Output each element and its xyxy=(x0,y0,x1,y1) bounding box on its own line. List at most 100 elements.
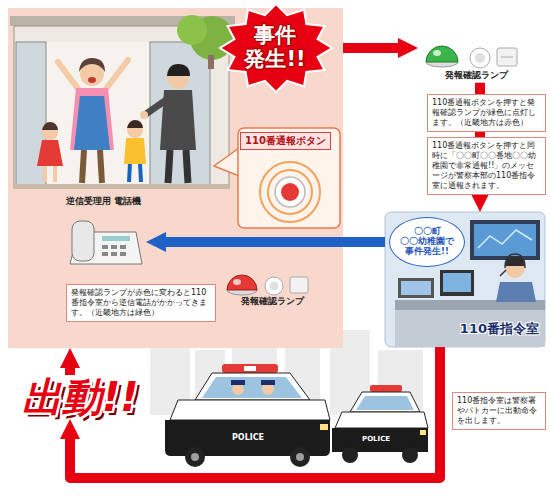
node-text: 110番通報ボタンを押すと同時に「〇〇町〇〇番地〇〇幼稚園で非常通報!!」のメッ… xyxy=(432,141,541,191)
child-figure xyxy=(43,165,47,182)
node-text: 110番通報ボタンを押すと発報確認ランプが緑色に点灯します。（近畿地方は赤色） xyxy=(432,98,541,128)
red-lamp-icon xyxy=(227,275,308,295)
command-room-scene xyxy=(505,254,525,268)
telephone-icon xyxy=(120,245,126,249)
teacher-figure xyxy=(100,150,102,183)
telephone-icon xyxy=(102,252,108,256)
flow-arrow xyxy=(343,43,406,53)
tree xyxy=(177,15,234,69)
intruder-figure xyxy=(140,111,148,119)
node-text: 〇〇町 〇〇幼稚園で 事件発生!! xyxy=(392,227,462,256)
child-figure xyxy=(37,140,63,166)
tree xyxy=(208,55,214,69)
police-car xyxy=(261,380,275,385)
green-lamp-icon xyxy=(433,50,441,56)
child-figure xyxy=(42,122,58,130)
red-lamp-icon xyxy=(270,282,279,291)
note-box: 110番通報ボタンを押すと発報確認ランプが緑色に点灯します。（近畿地方は赤色） xyxy=(427,94,546,132)
child-figure xyxy=(37,122,63,182)
command-room: 110番指令室 〇〇町 〇〇幼稚園で 事件発生!! xyxy=(385,212,545,347)
node-text: 事件 発生!! xyxy=(230,23,320,71)
police-car xyxy=(356,396,414,410)
node-text: 出動!! xyxy=(22,375,138,419)
police-car xyxy=(290,447,310,467)
scene-panel: 事件 発生!! 110番通報ボタン逆信受理用 電話機発報確認ランプ発報確認ランプが… xyxy=(8,8,343,348)
police-car xyxy=(342,447,358,463)
child-figure xyxy=(124,138,146,164)
flow-arrow xyxy=(65,360,75,375)
button-callout xyxy=(214,128,340,228)
kindergarten-entrance xyxy=(16,42,46,188)
child-figure xyxy=(127,120,143,128)
node-text: 110番通報ボタン xyxy=(245,135,326,147)
button-callout xyxy=(281,183,299,201)
police-car xyxy=(191,453,199,461)
teacher-figure xyxy=(82,150,84,183)
red-lamp-icon xyxy=(265,277,283,295)
police-car xyxy=(350,392,420,412)
police-car xyxy=(170,400,330,420)
node-text: 110番指令室は警察署やパトカーに出動命令を出します。 xyxy=(457,396,541,426)
command-room-scene xyxy=(478,230,532,248)
car-marking: POLICE xyxy=(362,436,390,443)
command-room-scene xyxy=(474,224,536,256)
kindergarten-entrance xyxy=(14,184,229,189)
child-figure xyxy=(140,163,141,182)
node-text: 110番指令室 xyxy=(385,322,539,337)
police-car xyxy=(231,380,245,385)
button-callout xyxy=(268,170,312,214)
police-car xyxy=(402,447,418,463)
police-car xyxy=(195,373,310,400)
telephone-icon xyxy=(120,252,126,256)
tree xyxy=(177,15,207,45)
green-lamp-icon xyxy=(426,46,458,62)
telephone-icon xyxy=(102,236,130,241)
note-box: 110番通報ボタンを押すと同時に「〇〇町〇〇番地〇〇幼稚園で非常通報!!」のメッ… xyxy=(427,137,546,195)
green-lamp-icon xyxy=(475,53,485,63)
command-room-scene xyxy=(500,270,506,276)
button-callout xyxy=(275,177,305,207)
command-room-scene xyxy=(440,270,474,296)
police-car xyxy=(244,366,256,371)
child-figure xyxy=(129,163,130,182)
police-car xyxy=(332,385,428,463)
police-car xyxy=(320,424,328,430)
telephone-icon xyxy=(70,221,142,264)
green-lamp-icon xyxy=(501,57,513,58)
police-car xyxy=(222,364,278,373)
red-lamp-icon xyxy=(227,275,257,290)
flow-arrow xyxy=(158,237,385,247)
intruder-figure xyxy=(186,150,188,183)
teacher-figure xyxy=(74,96,110,150)
telephone-icon xyxy=(102,245,108,249)
intruder-figure xyxy=(146,100,166,114)
note-box: 発報確認ランプが赤色に変わると110番指令室から逆信電話がかかってきます。（近畿… xyxy=(66,284,216,322)
teacher-figure xyxy=(70,88,114,150)
command-room-scene xyxy=(496,282,536,302)
node-text: 発報確認ランプ xyxy=(224,296,320,307)
police-car xyxy=(296,453,304,461)
button-callout xyxy=(260,162,320,222)
kindergarten-entrance xyxy=(150,42,210,188)
telephone-icon xyxy=(111,252,117,256)
button-callout xyxy=(240,149,243,176)
green-lamp-icon xyxy=(497,48,517,66)
burst-shape xyxy=(220,4,332,92)
police-car xyxy=(185,447,205,467)
telephone-icon xyxy=(111,245,117,249)
dispatch-shout: 出動!! xyxy=(18,375,142,419)
lamp-group: 発報確認ランプ xyxy=(222,258,322,309)
telephone-icon xyxy=(72,221,94,261)
button-callout xyxy=(214,148,239,176)
node-text: 発報確認ランプ xyxy=(420,70,532,81)
burst-shape xyxy=(220,4,332,92)
red-lamp-icon xyxy=(233,279,241,285)
command-room-scene xyxy=(443,273,471,292)
phone-unit: 逆信受理用 電話機 xyxy=(66,194,146,257)
button-label: 110番通報ボタン xyxy=(240,132,331,150)
teacher-figure xyxy=(79,58,105,72)
child-figure xyxy=(53,165,57,182)
